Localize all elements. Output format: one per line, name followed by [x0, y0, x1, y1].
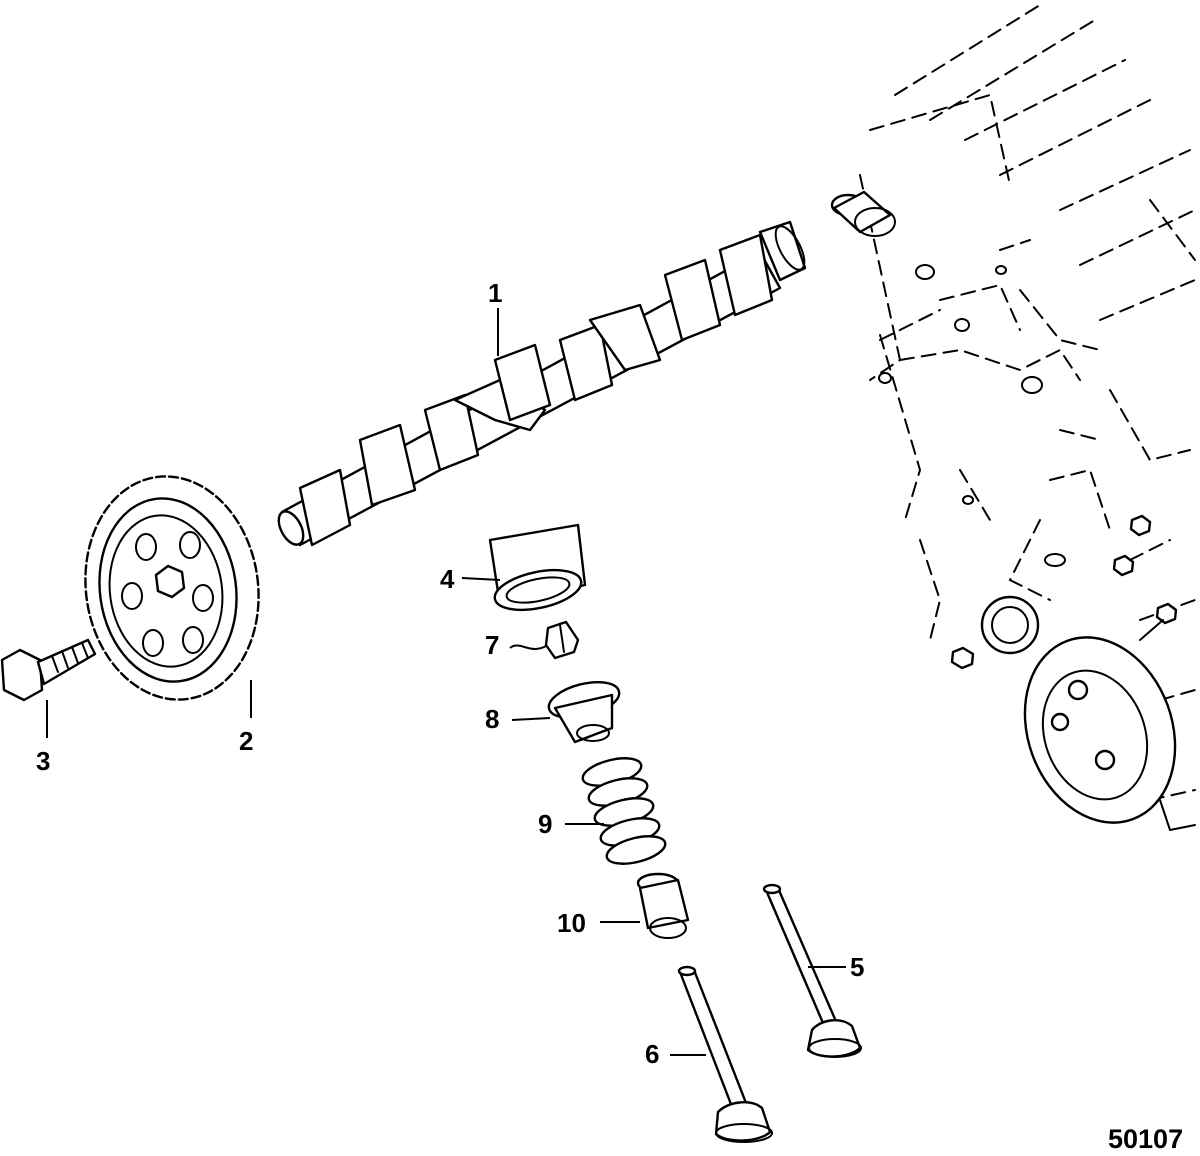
callout-labels: 1 2 3 4 5 6 7 8 9 10	[36, 278, 864, 1069]
bucket-tappet	[488, 523, 587, 612]
valve-right	[762, 883, 862, 1058]
engine-block-phantom	[830, 4, 1196, 831]
valve-spring	[581, 757, 667, 865]
spring-retainer	[547, 680, 621, 744]
callout-1: 1	[488, 278, 502, 308]
callout-10: 10	[557, 908, 586, 938]
leader-lines	[46, 308, 846, 1056]
valve-stem-seal	[636, 872, 690, 939]
callout-5: 5	[850, 952, 864, 982]
camshaft-gear	[84, 475, 260, 701]
callout-6: 6	[645, 1039, 659, 1069]
diagram-reference-number: 50107	[1108, 1124, 1183, 1154]
callout-2: 2	[239, 726, 253, 756]
gear-bolt	[0, 638, 97, 702]
camshaft	[277, 220, 807, 547]
callout-4: 4	[440, 564, 455, 594]
callout-8: 8	[485, 704, 499, 734]
callout-3: 3	[36, 746, 50, 776]
valve-left	[677, 965, 773, 1143]
callout-7: 7	[485, 630, 499, 660]
valve-keepers	[544, 620, 580, 660]
callout-9: 9	[538, 809, 552, 839]
